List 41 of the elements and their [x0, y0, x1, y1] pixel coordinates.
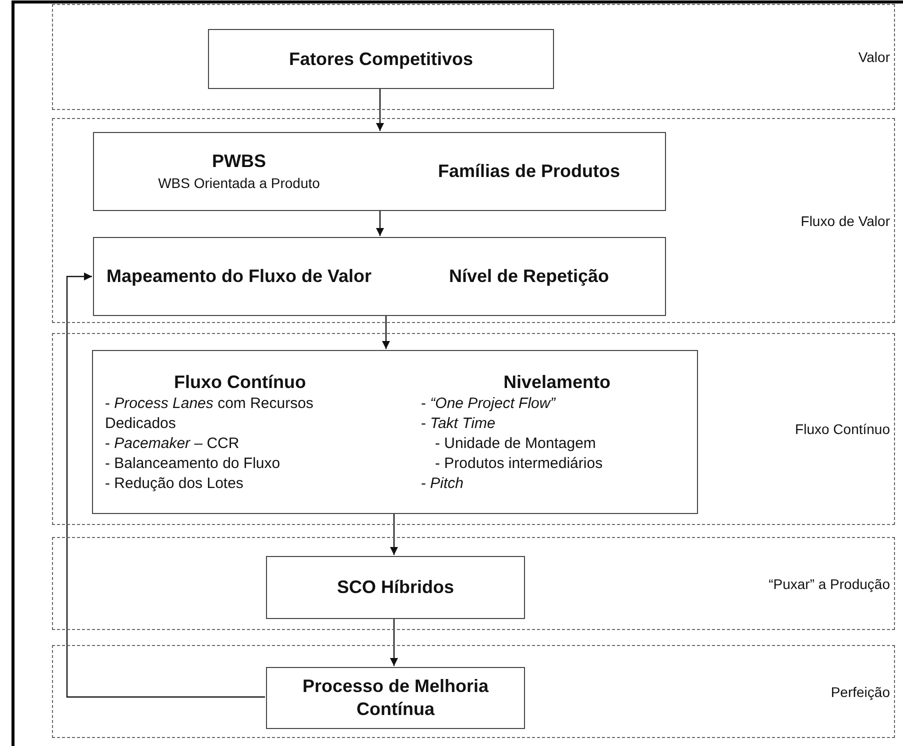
stage-label: Fluxo de Valor	[800, 212, 890, 228]
box-heading: Nível de Repetição	[448, 265, 610, 288]
box-heading: PWBS	[211, 150, 267, 173]
box-subtitle: WBS Orientada a Produto	[157, 174, 321, 193]
box-heading: Famílias de Produtos	[436, 160, 622, 183]
stage-band	[52, 4, 895, 110]
list-item: - Takt Time	[421, 414, 496, 434]
list-item: - “One Project Flow”	[421, 394, 557, 414]
stage-band	[52, 537, 895, 630]
box-heading: Fluxo Contínuo	[173, 370, 307, 394]
arrow	[390, 618, 398, 666]
stage-label: Fluxo Contínuo	[795, 421, 890, 437]
process-box	[93, 132, 666, 211]
stage-band	[52, 118, 895, 323]
box-heading: Mapeamento do Fluxo de Valor	[105, 265, 373, 288]
box-heading: Processo de Melhoria Contínua	[301, 675, 490, 721]
list-item: - Pitch	[421, 474, 465, 494]
list-item: - Unidade de Montagem	[434, 434, 597, 454]
box-heading: Nivelamento	[502, 370, 612, 394]
list-item: - Redução dos Lotes	[105, 474, 244, 494]
arrow	[390, 513, 398, 555]
stage-band	[52, 645, 895, 738]
stage-label: Perfeição	[830, 684, 890, 700]
arrow	[66, 272, 265, 698]
stage-label: Valor	[858, 49, 890, 65]
stage-band	[52, 333, 895, 525]
arrow	[376, 88, 384, 131]
process-box	[93, 237, 666, 316]
list-item: - Produtos intermediários	[434, 454, 604, 474]
arrow	[382, 315, 390, 349]
list-item: - Pacemaker – CCR	[105, 434, 240, 454]
arrow	[376, 210, 384, 236]
process-box	[92, 350, 698, 514]
list-item: - Balanceamento do Fluxo	[105, 454, 282, 474]
stage-label: “Puxar” a Produção	[768, 576, 890, 592]
process-box	[208, 29, 554, 89]
process-box	[266, 667, 525, 729]
box-heading: SCO Híbridos	[336, 576, 455, 599]
process-box	[266, 556, 525, 619]
list-item: - Process Lanes com Recursos Dedicados	[105, 394, 314, 434]
box-heading: Fatores Competitivos	[288, 48, 474, 70]
